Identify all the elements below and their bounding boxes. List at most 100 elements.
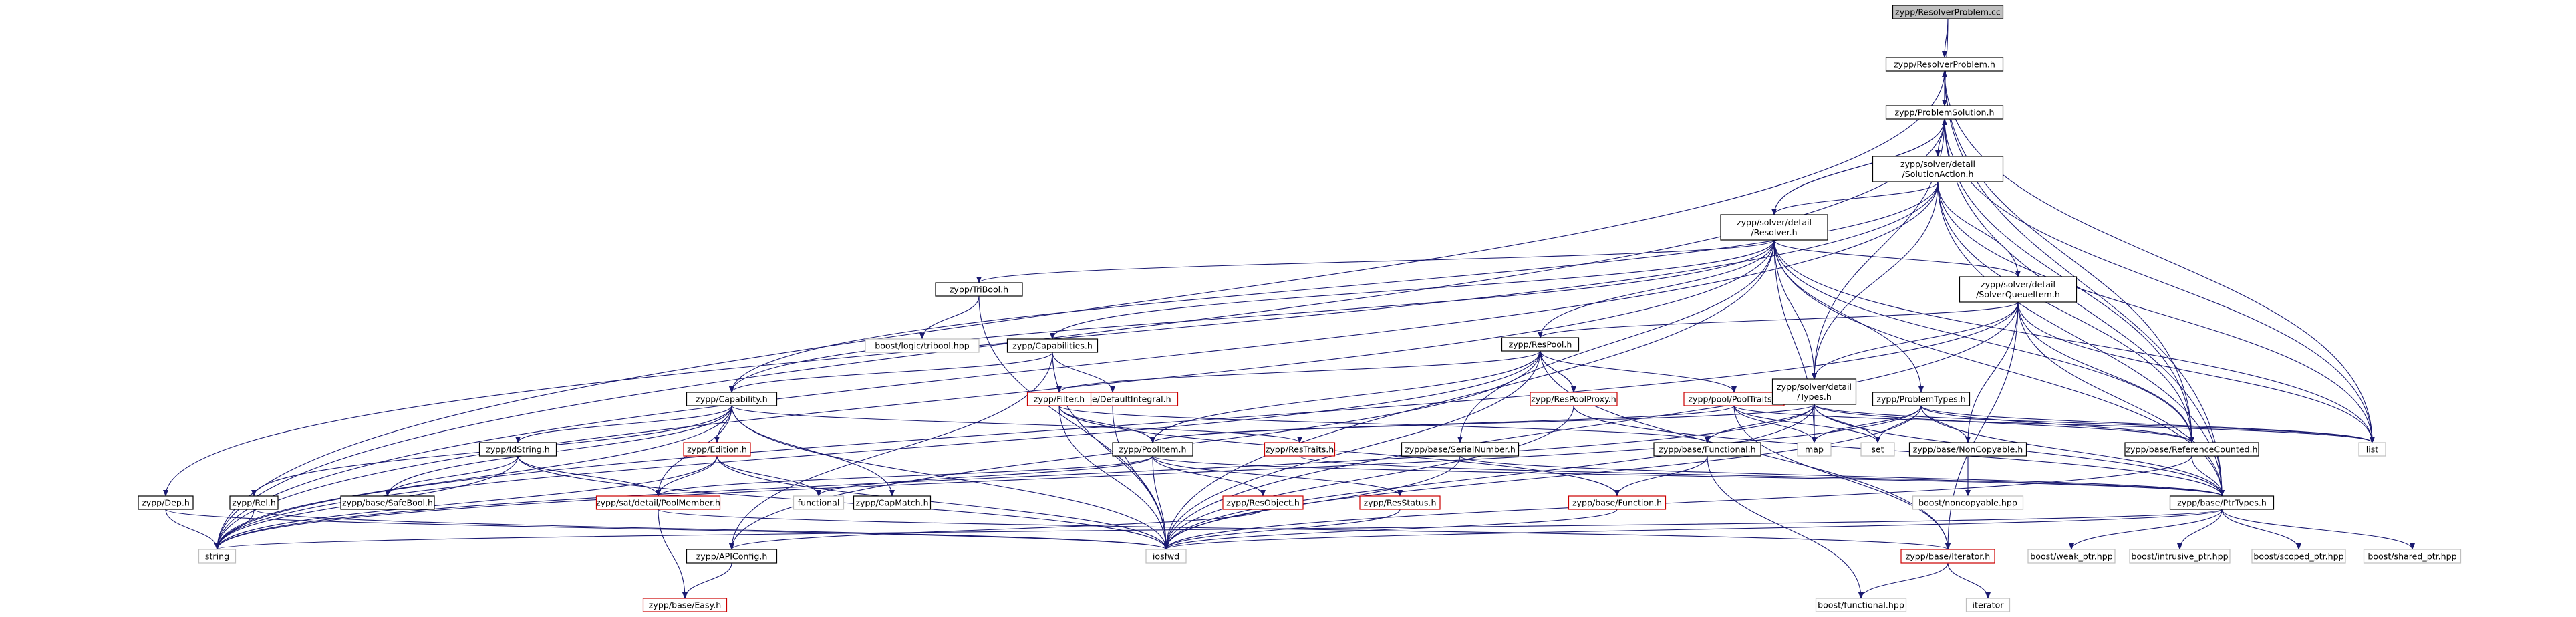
node-idstring[interactable]: zypp/IdString.h bbox=[478, 442, 557, 457]
node-ptrtypes[interactable]: zypp/base/PtrTypes.h bbox=[2169, 495, 2275, 510]
node-label: zypp/ResObject.h bbox=[1226, 498, 1300, 508]
node-refcount[interactable]: zypp/base/ReferenceCounted.h bbox=[2124, 442, 2259, 457]
node-list: list bbox=[2358, 442, 2386, 457]
node-label: boost/scoped_ptr.hpp bbox=[2253, 551, 2343, 562]
node-label: boost/noncopyable.hpp bbox=[1918, 498, 2017, 508]
node-cap[interactable]: zypp/Capability.h bbox=[686, 392, 778, 406]
include-edge bbox=[816, 455, 1153, 497]
node-restraits[interactable]: zypp/ResTraits.h bbox=[1264, 442, 1336, 457]
node-label: zypp/ResTraits.h bbox=[1266, 445, 1334, 455]
include-edge bbox=[1058, 405, 1155, 443]
node-iterator[interactable]: zypp/base/Iterator.h bbox=[1900, 549, 1995, 564]
node-rpproxy[interactable]: zypp/ResPoolProxy.h bbox=[1530, 392, 1618, 406]
node-label: zypp/solver/detail bbox=[1777, 382, 1852, 392]
node-easy[interactable]: zypp/base/Easy.h bbox=[642, 598, 728, 612]
include-edge bbox=[1773, 239, 2375, 443]
include-edge bbox=[1937, 181, 2021, 277]
node-label: /Types.h bbox=[1797, 392, 1832, 402]
include-edge bbox=[1163, 350, 1541, 550]
include-edge bbox=[729, 352, 1053, 550]
include-edge bbox=[2017, 301, 2375, 443]
include-edge bbox=[214, 350, 1541, 550]
node-poolitem[interactable]: zypp/PoolItem.h bbox=[1112, 442, 1193, 457]
node-serial[interactable]: zypp/base/SerialNumber.h bbox=[1401, 442, 1520, 457]
node-label: zypp/Filter.h bbox=[1034, 394, 1085, 404]
node-sah[interactable]: zypp/solver/detail/SolutionAction.h bbox=[1872, 156, 2004, 182]
node-safebool[interactable]: zypp/base/SafeBool.h bbox=[340, 495, 435, 510]
include-edge bbox=[1733, 405, 1817, 443]
node-function[interactable]: zypp/base/Function.h bbox=[1568, 495, 1667, 510]
include-edge bbox=[1812, 301, 2019, 380]
node-box bbox=[1359, 495, 1441, 510]
node-dep[interactable]: zypp/Dep.h bbox=[138, 495, 194, 510]
include-edge bbox=[1058, 405, 1710, 443]
include-edge bbox=[1538, 239, 1775, 338]
node-respool[interactable]: zypp/ResPool.h bbox=[1501, 337, 1580, 352]
node-sqi[interactable]: zypp/solver/detail/SolverQueueItem.h bbox=[1959, 276, 2078, 303]
include-edge bbox=[1858, 562, 1949, 599]
node-box bbox=[478, 442, 557, 457]
include-edge bbox=[1459, 455, 2225, 497]
node-resstatus[interactable]: zypp/ResStatus.h bbox=[1359, 495, 1441, 510]
include-edge bbox=[1152, 455, 1403, 497]
node-label: zypp/base/Functional.h bbox=[1659, 445, 1755, 455]
file-nodes: zypp/ResolverProblem.cc zypp/ResolverProb… bbox=[138, 5, 2462, 612]
include-edge bbox=[729, 509, 1264, 550]
node-caps[interactable]: zypp/Capabilities.h bbox=[1006, 338, 1099, 353]
node-edition[interactable]: zypp/Edition.h bbox=[683, 442, 751, 457]
node-probtypes[interactable]: zypp/ProblemTypes.h bbox=[1872, 392, 1971, 406]
node-box bbox=[1797, 442, 1832, 457]
node-rph[interactable]: zypp/ResolverProblem.h bbox=[1885, 57, 2004, 72]
node-box bbox=[1965, 598, 2011, 612]
node-poolmember[interactable]: zypp/sat/detail/PoolMember.h bbox=[595, 495, 721, 510]
node-box bbox=[1222, 495, 1304, 510]
node-psh[interactable]: zypp/ProblemSolution.h bbox=[1885, 105, 2004, 120]
node-pooltraits[interactable]: zypp/pool/PoolTraits.h bbox=[1683, 392, 1785, 406]
node-apiconfig[interactable]: zypp/APIConfig.h bbox=[686, 549, 778, 564]
node-tribool[interactable]: zypp/TriBool.h bbox=[935, 282, 1023, 297]
node-root[interactable]: zypp/ResolverProblem.cc bbox=[1892, 5, 2004, 19]
include-edge bbox=[656, 455, 718, 497]
node-label: zypp/base/PtrTypes.h bbox=[2177, 498, 2267, 508]
include-edge bbox=[658, 509, 688, 599]
node-map: map bbox=[1797, 442, 1832, 457]
include-edge bbox=[1152, 455, 1266, 497]
node-box bbox=[1959, 276, 2078, 303]
node-box bbox=[2363, 549, 2462, 564]
node-resh[interactable]: zypp/solver/detail/Resolver.h bbox=[1720, 214, 1828, 241]
node-rel[interactable]: zypp/Rel.h bbox=[229, 495, 279, 510]
include-edge bbox=[214, 455, 718, 550]
include-edge bbox=[1937, 181, 2194, 443]
include-edge bbox=[214, 181, 1939, 550]
node-box bbox=[2169, 495, 2275, 510]
node-box bbox=[686, 392, 778, 406]
node-label: zypp/base/Function.h bbox=[1572, 498, 1662, 508]
include-edge bbox=[729, 352, 1053, 393]
include-edge bbox=[978, 295, 1169, 550]
node-label: zypp/sat/detail/PoolMember.h bbox=[596, 498, 720, 508]
include-edge bbox=[1540, 350, 1737, 393]
node-capmatch[interactable]: zypp/CapMatch.h bbox=[853, 495, 932, 510]
include-edge bbox=[1812, 405, 1922, 443]
node-filter[interactable]: zypp/Filter.h bbox=[1026, 392, 1092, 406]
include-edge bbox=[1944, 70, 2375, 443]
node-label: zypp/IdString.h bbox=[486, 445, 550, 455]
node-types[interactable]: zypp/solver/detail/Types.h bbox=[1771, 378, 1857, 405]
node-noncopy[interactable]: zypp/base/NonCopyable.h bbox=[1908, 442, 2027, 457]
include-edge bbox=[2221, 509, 2301, 550]
node-box bbox=[853, 495, 932, 510]
node-box bbox=[1815, 598, 1907, 612]
node-label: zypp/CapMatch.h bbox=[855, 498, 928, 508]
node-box bbox=[1653, 442, 1761, 457]
node-box bbox=[2124, 442, 2259, 457]
include-edge bbox=[1614, 455, 1708, 497]
node-box bbox=[1720, 214, 1828, 241]
include-edge bbox=[1152, 455, 2225, 497]
node-box bbox=[1264, 442, 1336, 457]
node-resobject[interactable]: zypp/ResObject.h bbox=[1222, 495, 1304, 510]
node-label: string bbox=[205, 551, 229, 562]
node-functional[interactable]: zypp/base/Functional.h bbox=[1653, 442, 1761, 457]
include-edge bbox=[1875, 405, 1922, 443]
include-edge bbox=[919, 295, 980, 340]
